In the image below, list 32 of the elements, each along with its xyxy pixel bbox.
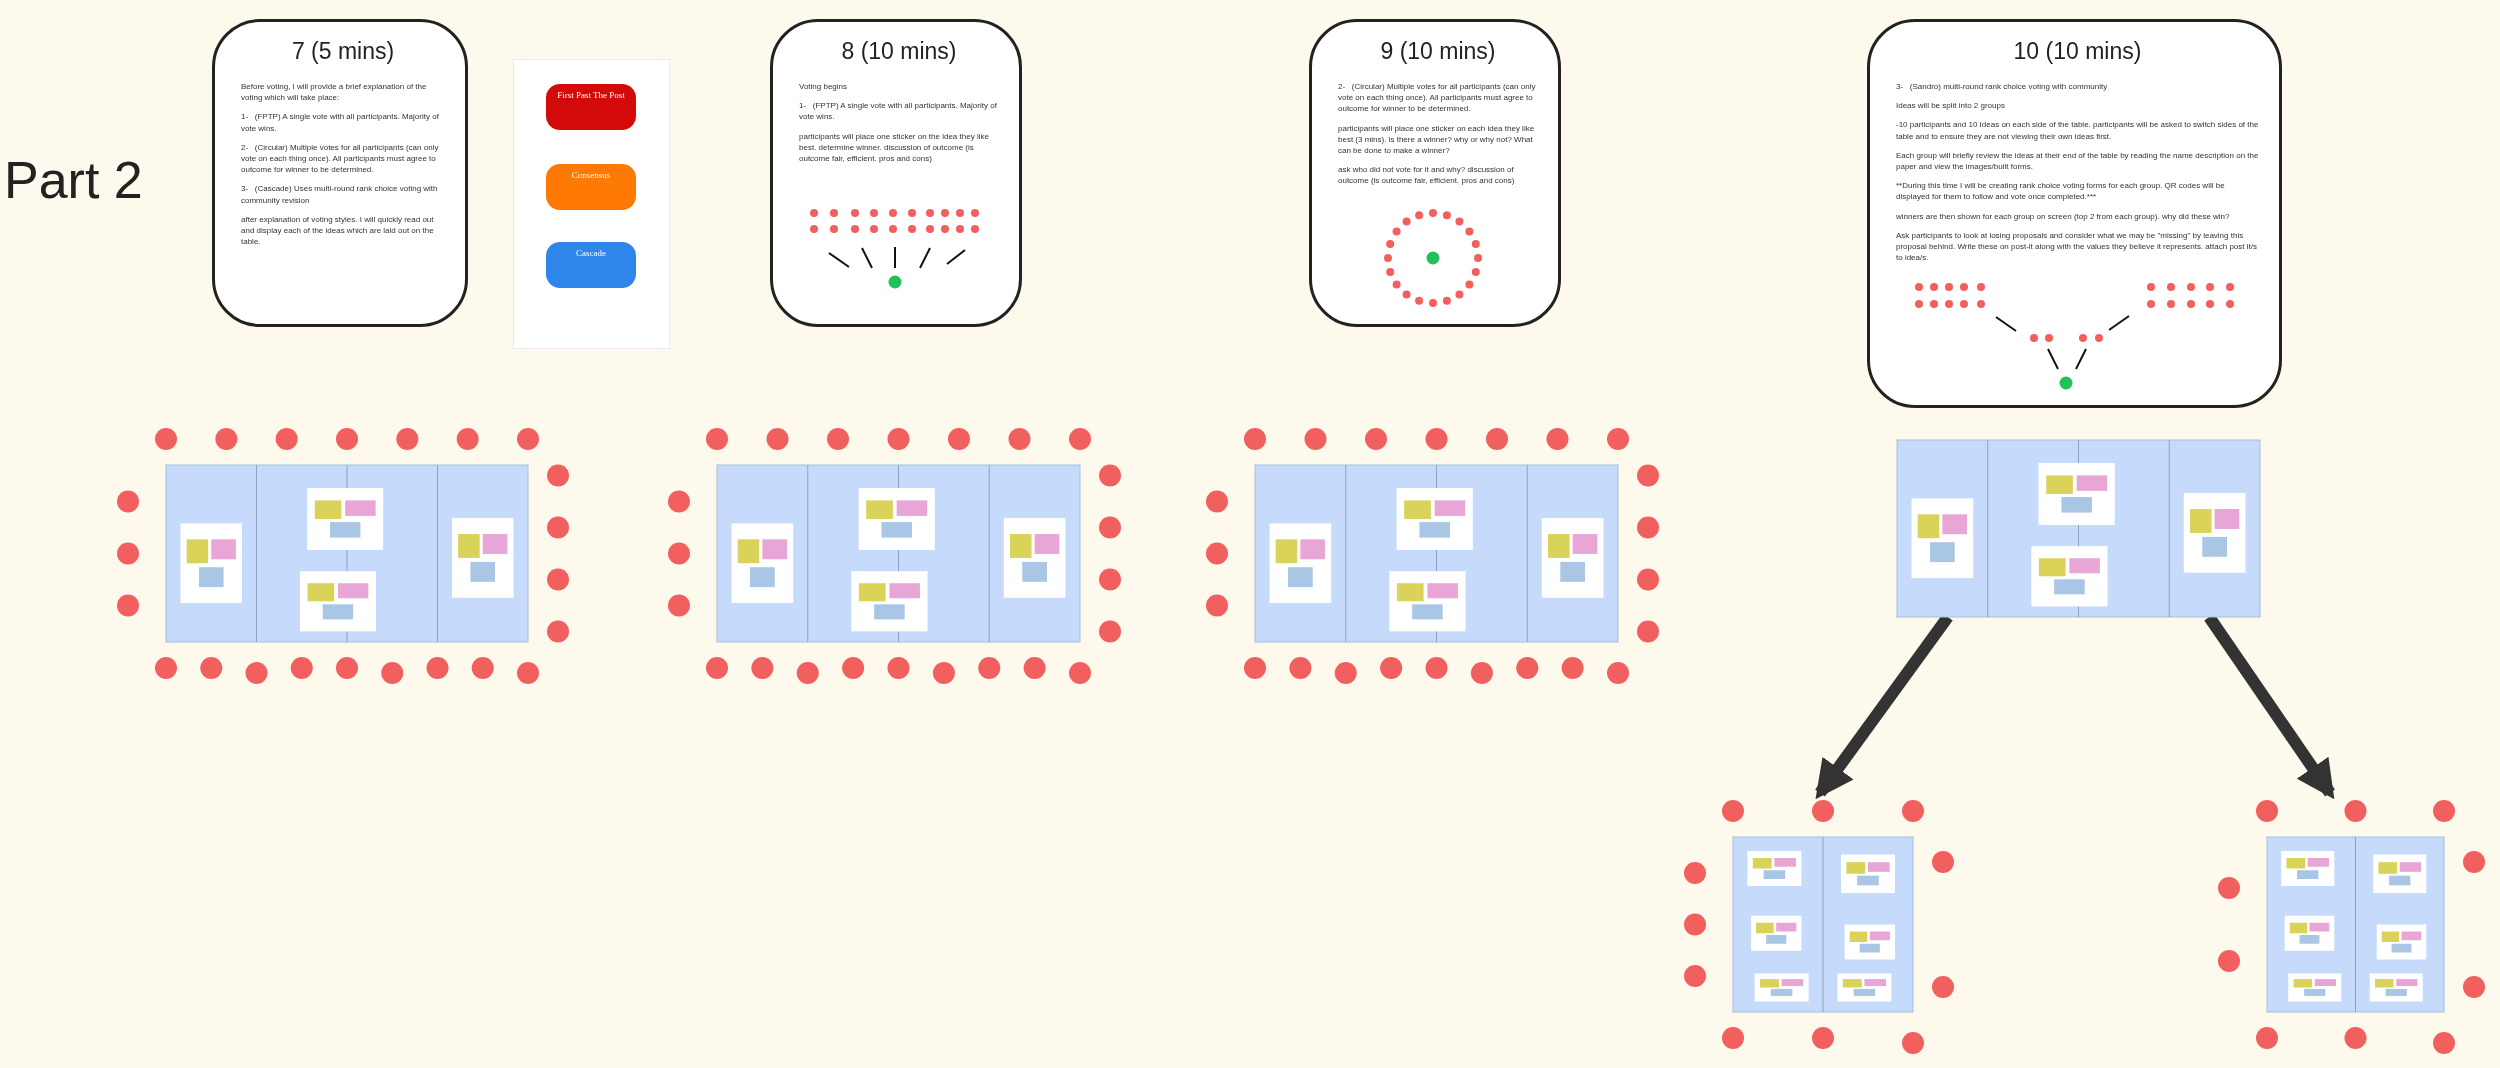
step-heading: 8 (10 mins) — [840, 38, 958, 65]
step-text: 1- (FPTP) A single vote with all participants. Majority of vote wins. — [241, 111, 440, 134]
step-text: 3- (Sandro) multi-round rank choice voting with community — [1896, 81, 2109, 93]
step-text: 3- (Cascade) Uses multi-round rank choice voting with community revision — [241, 183, 439, 206]
step-card — [770, 19, 1022, 327]
step-heading: 7 (5 mins) — [290, 38, 396, 65]
step-text: -10 participants and 10 Ideas on each side of the table. participants will be asked to switch sides of the table and to ensure they are not viewing their own ideas first. — [1896, 119, 2259, 142]
step-text: participants will place one sticker on the idea they like best. determine winner. discussion of outcome (is outcome fair, efficient. pros and cons) — [799, 130, 990, 165]
table-drawing — [1897, 440, 2260, 617]
handout-sheet — [513, 59, 670, 349]
step-text: **During this time I will be creating rank choice voting forms for each group. QR codes will be displayed for them to follow and vote once completed.*** — [1896, 180, 2226, 203]
step-text: ask who did not vote for it and why? discussion of outcome (is outcome fair, efficient. pros and cons) — [1338, 164, 1516, 187]
step-text: winners are then shown for each group on screen (top 2 from each group). why did these win? — [1896, 210, 2231, 222]
step-text: after explanation of voting styles. I will quickly read out and display each of the ideas which are laid out on the table. — [241, 213, 435, 248]
step-heading: 10 (10 mins) — [2012, 38, 2143, 65]
step-text: Before voting, I will provide a brief explanation of the voting which will take place: — [241, 81, 428, 104]
step-card — [212, 19, 468, 327]
info-card: Consensus — [546, 164, 636, 210]
step-heading: 9 (10 mins) — [1379, 38, 1497, 65]
info-card: First Past The Post — [546, 84, 636, 130]
step-text: 2- (Circular) Multiple votes for all participants (can only vote on each thing once). All participants must agree to outcome for winner to be determined. — [1338, 81, 1537, 115]
step-card — [1309, 19, 1561, 327]
step-text: Each group will briefly review the ideas at their end of the table by reading the name description on the paper and view the images/built forms. — [1896, 149, 2259, 173]
step-text: Ideas will be split into 2 groups — [1896, 100, 2006, 112]
info-card: Cascade — [546, 242, 636, 288]
step-text: 2- (Circular) Multiple votes for all participants (can only vote on each thing once). All participants must agree to outcome for winner to be determined. — [241, 141, 440, 176]
step-text: Voting begins — [799, 81, 849, 93]
step-text: participants will place one sticker on each idea they like best (3 mins). is there a winner? why or why not? What can be done to make a winner? — [1338, 122, 1536, 157]
page-heading: Part 2 — [4, 150, 143, 210]
step-text: 1- (FPTP) A single vote with all participants. Majority of vote wins. — [799, 100, 998, 123]
step-card — [1867, 19, 2282, 408]
step-text: Ask participants to look at losing proposals and consider what we may be "missing" by leaving this proposal behind. Write these on post-it along with the values they believe it represents. attach post it/s to idea/s. — [1896, 229, 2258, 264]
